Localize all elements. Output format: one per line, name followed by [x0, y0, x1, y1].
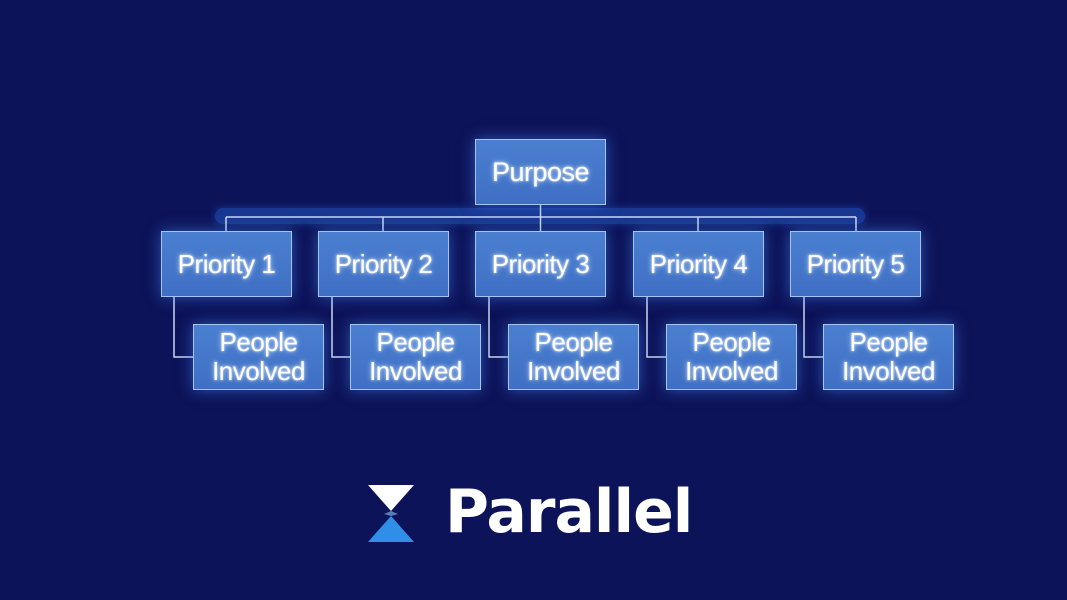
- node-people-involved-4-label: People Involved: [685, 327, 778, 386]
- connector-elbow-3: [488, 297, 508, 358]
- node-purpose: Purpose: [475, 139, 606, 205]
- connector-elbow-2: [331, 297, 350, 358]
- node-priority-1: Priority 1: [161, 231, 292, 297]
- parallel-hourglass-logo-icon: [368, 485, 414, 542]
- node-people-involved-5-label: People Involved: [842, 327, 935, 386]
- connector-elbow-4: [646, 297, 666, 358]
- node-people-involved-1-label: People Involved: [212, 327, 305, 386]
- node-priority-3-label: Priority 3: [491, 248, 590, 279]
- node-people-involved-3-label: People Involved: [527, 327, 620, 386]
- connector-elbow-1: [173, 297, 193, 358]
- node-priority-4-label: Priority 4: [649, 248, 748, 279]
- node-priority-5-label: Priority 5: [806, 248, 905, 279]
- node-people-involved-1: People Involved: [193, 324, 324, 390]
- node-people-involved-5: People Involved: [823, 324, 954, 390]
- node-purpose-label: Purpose: [491, 156, 590, 187]
- node-people-involved-4: People Involved: [666, 324, 797, 390]
- connector-elbow-5: [803, 297, 823, 358]
- node-priority-3: Priority 3: [475, 231, 606, 297]
- node-priority-5: Priority 5: [790, 231, 921, 297]
- node-priority-4: Priority 4: [633, 231, 764, 297]
- brand-name: Parallel: [445, 477, 693, 547]
- node-priority-1-label: Priority 1: [177, 248, 276, 279]
- node-people-involved-3: People Involved: [508, 324, 639, 390]
- node-priority-2-label: Priority 2: [334, 248, 433, 279]
- node-people-involved-2: People Involved: [350, 324, 481, 390]
- connector-glow: [215, 208, 865, 224]
- node-people-involved-2-label: People Involved: [369, 327, 462, 386]
- node-priority-2: Priority 2: [318, 231, 449, 297]
- parallel-logo: Parallel: [368, 477, 713, 547]
